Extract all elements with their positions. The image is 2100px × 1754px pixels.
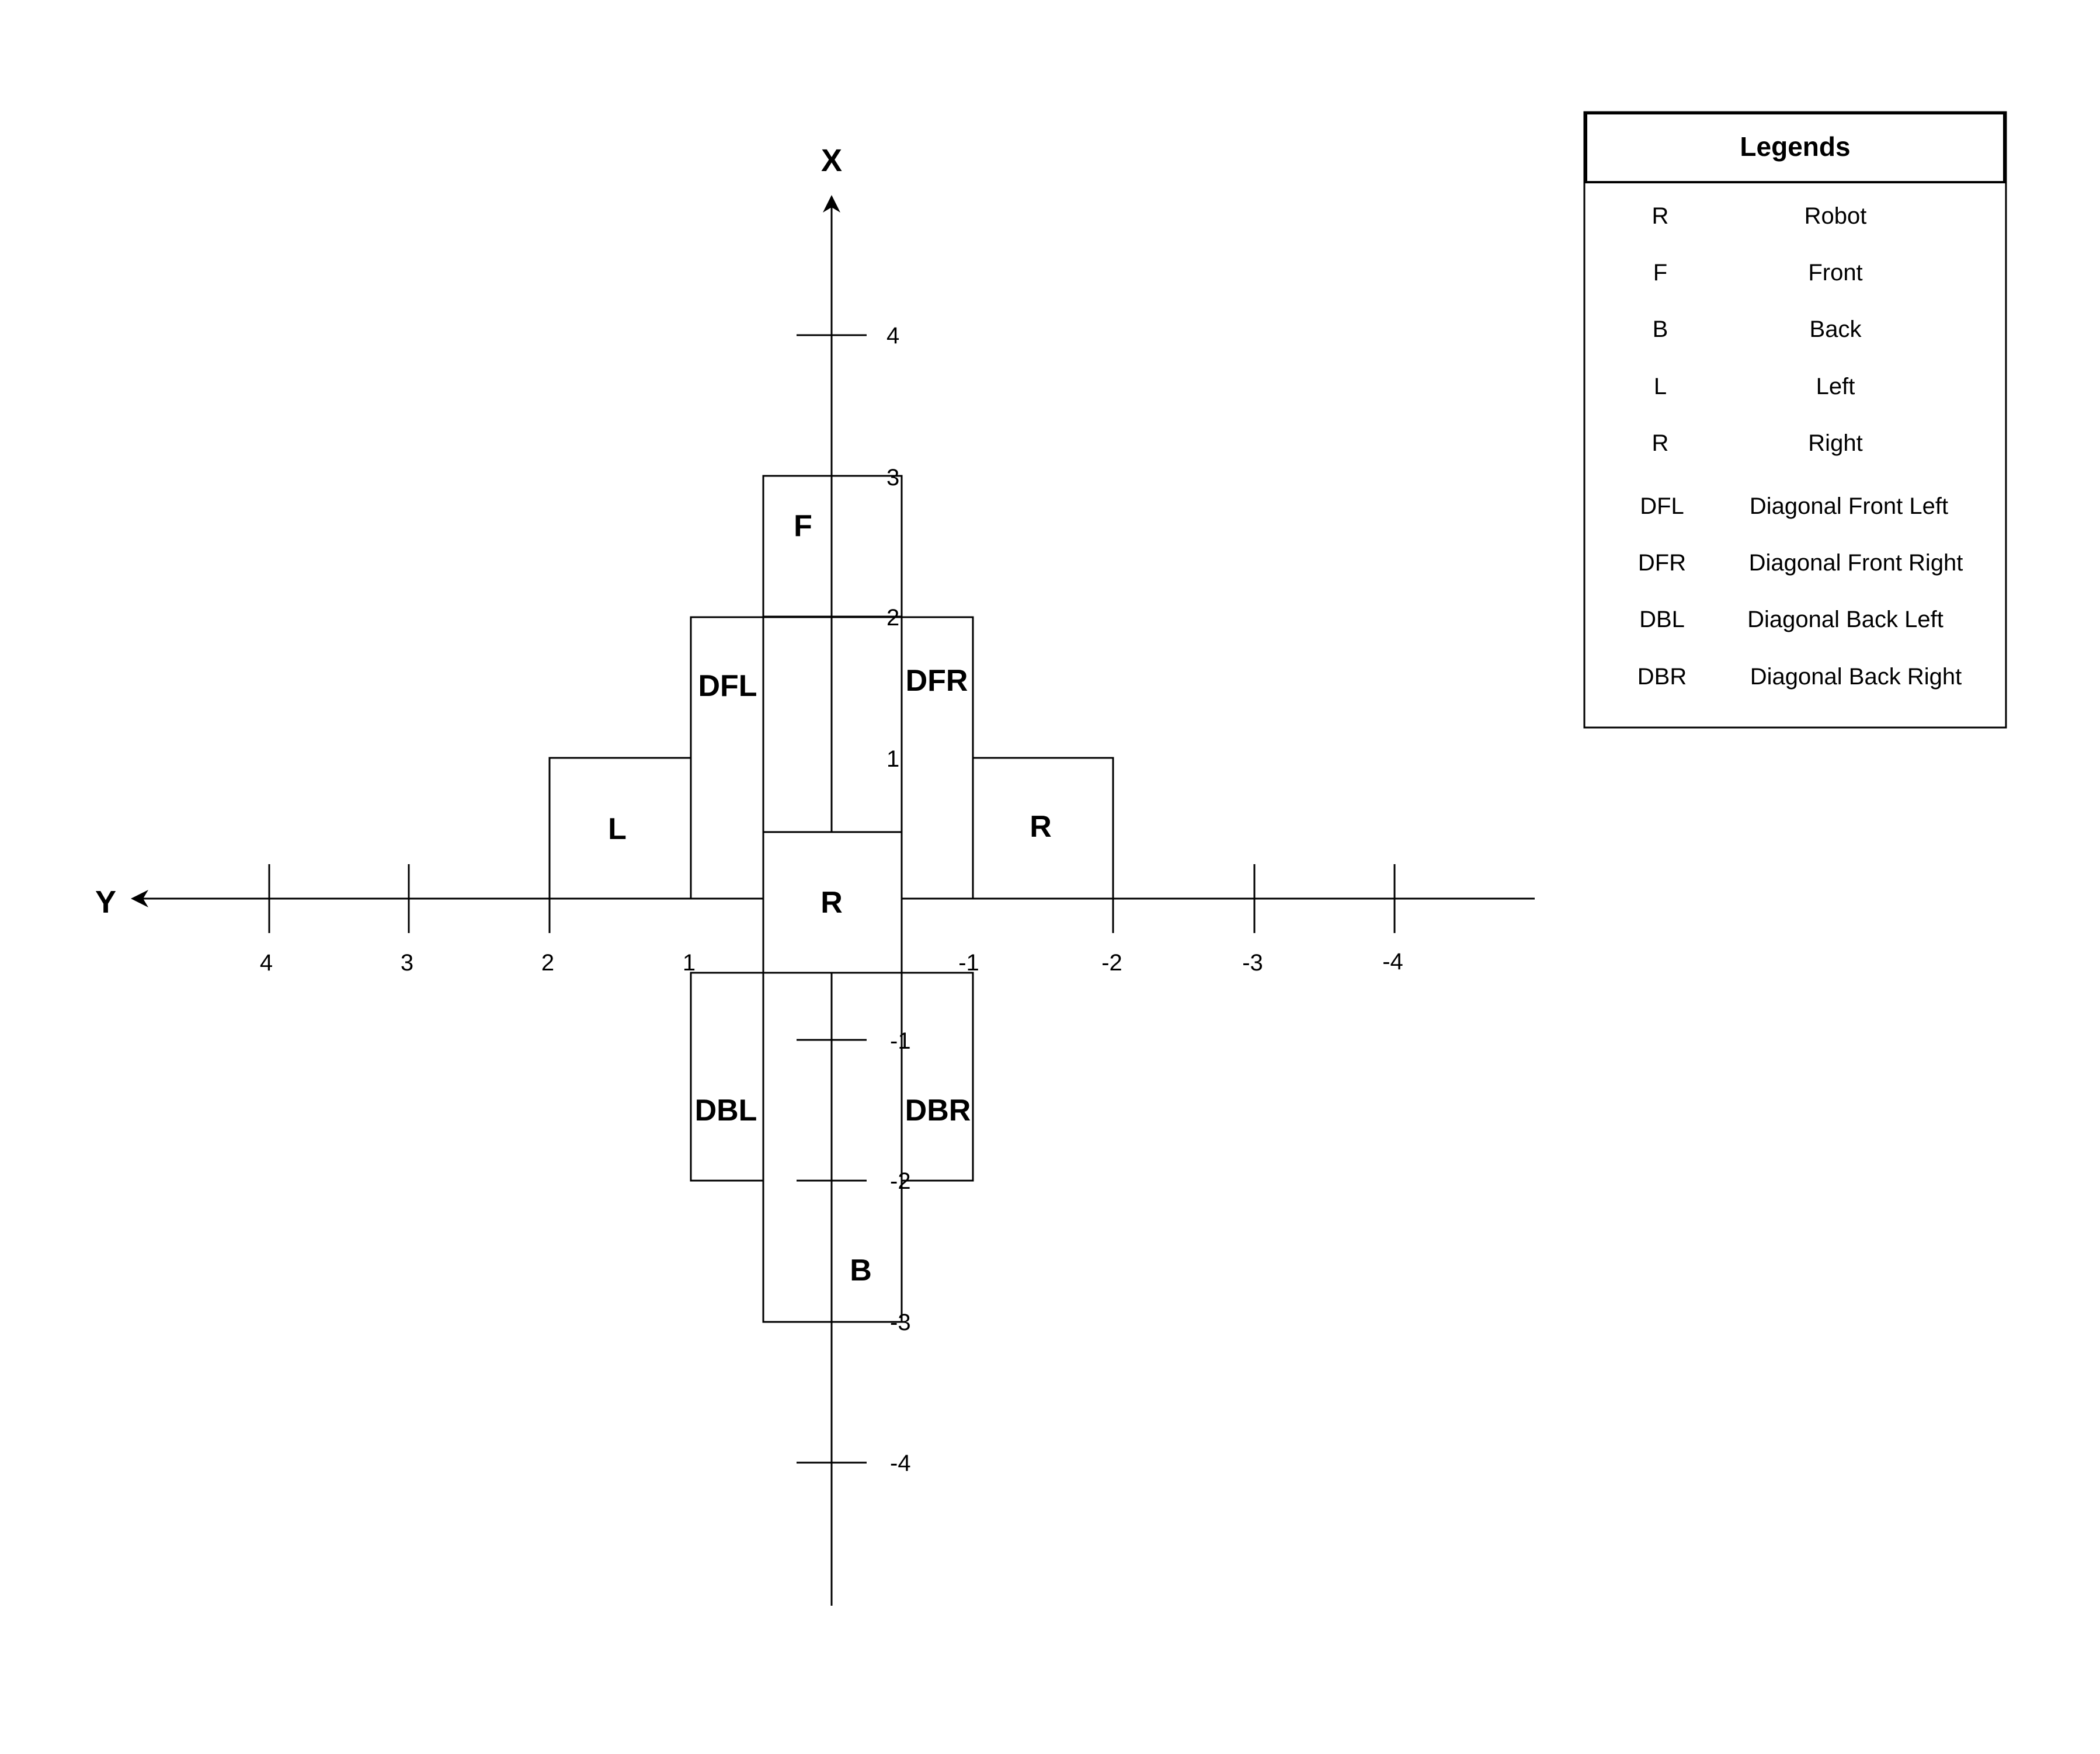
zone-diag-back-right-box bbox=[901, 972, 974, 1182]
legend-meaning: Right bbox=[1808, 430, 1862, 456]
legend-meaning: Diagonal Back Left bbox=[1747, 607, 1943, 632]
zone-front-label: F bbox=[794, 509, 812, 543]
legend-meaning: Diagonal Back Right bbox=[1750, 664, 1962, 690]
legend-meaning: Left bbox=[1816, 374, 1855, 399]
zone-right-label: R bbox=[1030, 810, 1052, 844]
legend-code: DBL bbox=[1639, 607, 1685, 632]
legend-meaning: Diagonal Front Left bbox=[1750, 493, 1948, 519]
y-tick-label: 2 bbox=[541, 950, 554, 976]
x-tick-label: 1 bbox=[886, 746, 899, 772]
legend-title: Legends bbox=[1740, 131, 1850, 162]
x-tick-label: -3 bbox=[890, 1310, 911, 1335]
zone-diag-back-right-label: DBR bbox=[905, 1094, 971, 1127]
x-tick-label: -2 bbox=[890, 1168, 911, 1194]
y-tick-label: -2 bbox=[1101, 950, 1122, 976]
x-tick-label: 3 bbox=[886, 465, 899, 490]
y-tick-label: -3 bbox=[1242, 950, 1263, 976]
zone-diag-back-left-label: DBL bbox=[695, 1094, 757, 1127]
zone-diag-back-left-box bbox=[690, 972, 764, 1182]
legend-code: B bbox=[1653, 316, 1668, 342]
legend-meaning: Diagonal Front Right bbox=[1749, 550, 1963, 576]
zone-diag-front-right-label: DFR bbox=[906, 664, 968, 698]
legend-meaning: Front bbox=[1808, 260, 1862, 286]
y-tick-label: -4 bbox=[1382, 949, 1403, 975]
zone-left-label: L bbox=[608, 812, 627, 846]
x-axis-label: X bbox=[821, 143, 842, 178]
zone-diag-front-left-label: DFL bbox=[698, 669, 757, 703]
legend-code: DBR bbox=[1637, 664, 1687, 690]
legend-code: L bbox=[1654, 374, 1667, 399]
x-tick-label: 2 bbox=[886, 605, 899, 631]
y-tick-label: 3 bbox=[401, 950, 413, 976]
legend-code: F bbox=[1653, 260, 1667, 286]
x-tick-label: 4 bbox=[886, 323, 899, 349]
x-tick-label: -1 bbox=[890, 1028, 911, 1054]
zone-back-label: B bbox=[850, 1254, 872, 1287]
y-tick-label: 1 bbox=[683, 950, 696, 976]
legend-meaning: Back bbox=[1810, 316, 1862, 342]
y-axis-label: Y bbox=[95, 885, 116, 920]
y-tick-label: 4 bbox=[260, 950, 273, 976]
legend-code: DFR bbox=[1638, 550, 1686, 576]
y-tick-label: -1 bbox=[958, 950, 979, 976]
legend-code: R bbox=[1652, 203, 1669, 229]
robot-box bbox=[762, 831, 903, 974]
robot-label: R bbox=[820, 886, 843, 920]
legend-code: DFL bbox=[1640, 493, 1684, 519]
legend-box: Legends R Robot F Front B Back L Left R … bbox=[1583, 111, 2007, 729]
zone-diag-front-left-box bbox=[690, 616, 764, 900]
legend-code: R bbox=[1652, 430, 1669, 456]
x-tick-label: -4 bbox=[890, 1450, 911, 1476]
zone-diag-front-right-box bbox=[901, 616, 974, 900]
legend-meaning: Robot bbox=[1805, 203, 1867, 229]
